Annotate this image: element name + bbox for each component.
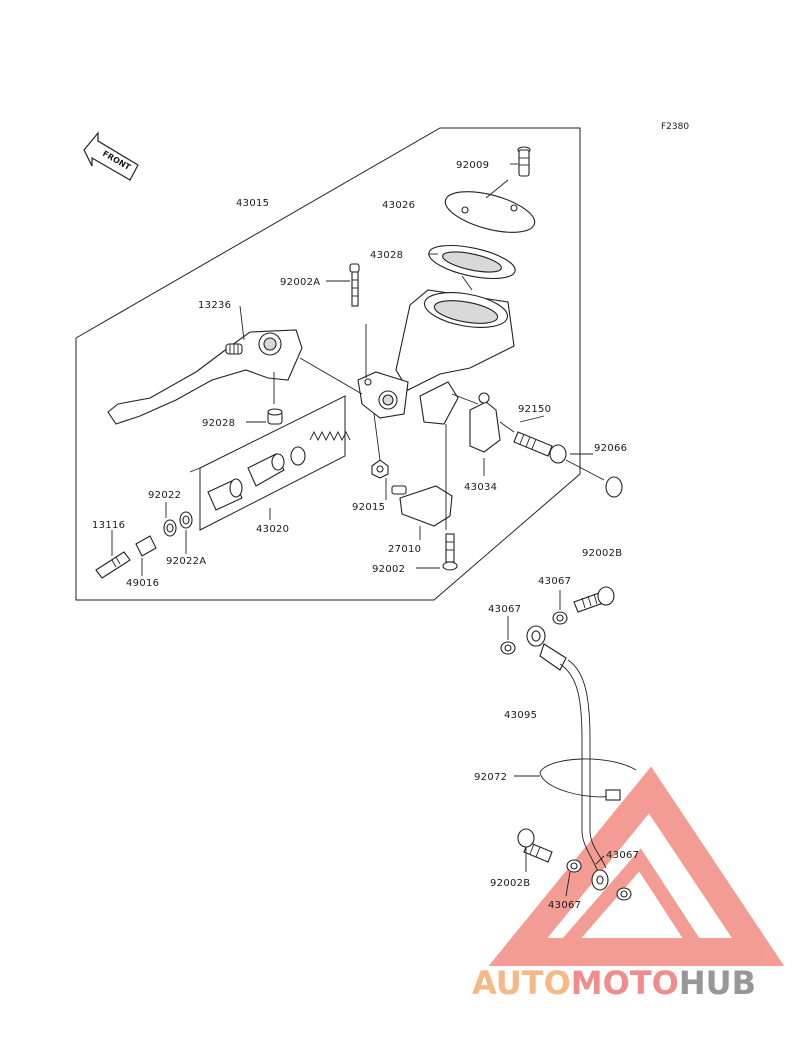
switch-27010: [391, 485, 453, 527]
part-49016: [135, 535, 157, 557]
label-13236: 13236: [198, 300, 231, 311]
pushrod-13116: [95, 551, 131, 579]
label-92150: 92150: [518, 404, 551, 415]
watermark-moto: MOTO: [571, 964, 679, 1002]
label-92072: 92072: [474, 772, 507, 783]
assembly-frame: [75, 127, 581, 601]
cap-92066: [605, 476, 623, 498]
label-43067-a: 43067: [538, 576, 571, 587]
label-49016: 49016: [126, 578, 159, 589]
diaphragm-43028: [428, 244, 516, 280]
front-arrow-icon: FRONT: [83, 131, 139, 181]
label-13116: 13116: [92, 520, 125, 531]
label-43034: 43034: [464, 482, 497, 493]
washer-92022: [163, 519, 177, 537]
watermark-text: AUTOMOTOHUB: [472, 964, 756, 1002]
label-43028: 43028: [370, 250, 403, 261]
bushing-92028: [267, 408, 283, 425]
part-labels: 43015 92009 43026 43028 92002A 13236 920…: [92, 160, 639, 911]
label-92002B-bottom: 92002B: [490, 878, 530, 889]
label-43067-c: 43067: [606, 850, 639, 861]
label-27010: 27010: [388, 544, 421, 555]
watermark-auto: AUTO: [472, 964, 571, 1002]
label-92002: 92002: [372, 564, 405, 575]
label-92002B-top: 92002B: [582, 548, 622, 559]
piston-cup: [290, 446, 306, 466]
piston-kit-frame: [189, 395, 346, 531]
brake-hose-43095: [526, 625, 609, 891]
label-43020: 43020: [256, 524, 289, 535]
washer-43067-b: [500, 641, 516, 655]
label-92022A: 92022A: [166, 556, 206, 567]
leader-lines: [111, 163, 605, 576]
figure-code: F2380: [661, 122, 689, 132]
label-92066: 92066: [594, 443, 627, 454]
label-43095: 43095: [504, 710, 537, 721]
label-92028: 92028: [202, 418, 235, 429]
bolt-92002B-top: [573, 586, 615, 613]
screw-92002: [442, 533, 458, 571]
washer-43067-d: [616, 887, 632, 901]
dust-boot: [207, 478, 243, 511]
label-92002A: 92002A: [280, 277, 320, 288]
lever-13236: [107, 329, 303, 425]
bolt-92150: [513, 431, 567, 464]
label-92015: 92015: [352, 502, 385, 513]
spring: [309, 430, 351, 442]
clamp-92072: [539, 758, 637, 801]
label-92009: 92009: [456, 160, 489, 171]
washer-43067-a: [552, 611, 568, 625]
washer-92022A: [179, 511, 193, 529]
label-43026: 43026: [382, 200, 415, 211]
watermark-hub: HUB: [679, 964, 756, 1002]
svg-text:AUTOMOTOHUB: AUTOMOTOHUB: [472, 964, 756, 1002]
bolt-92002B-bottom: [517, 828, 553, 863]
label-43067-b: 43067: [488, 604, 521, 615]
clamp-43034: [469, 392, 501, 453]
nut-92015: [371, 459, 389, 479]
watermark-logo: [488, 766, 785, 966]
reservoir-cap-43026: [444, 191, 536, 233]
bolt-92002A: [349, 263, 360, 307]
label-43067-d: 43067: [548, 900, 581, 911]
washer-43067-c: [566, 859, 582, 873]
screw-92009: [517, 146, 531, 177]
label-92022: 92022: [148, 490, 181, 501]
label-43015: 43015: [236, 198, 269, 209]
leader-lines-lower: [507, 590, 605, 897]
master-cylinder-body: [357, 289, 515, 425]
piston: [247, 453, 285, 487]
